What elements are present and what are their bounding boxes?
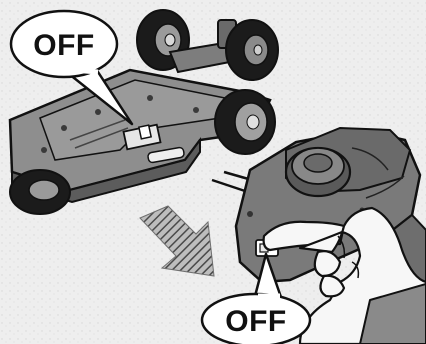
- front-wheel-left-icon: [10, 170, 70, 214]
- callout-bottom-label: OFF: [225, 305, 287, 338]
- front-wheel-right-icon: [215, 90, 275, 154]
- steering-knob-icon: [286, 148, 350, 196]
- callout-top-label: OFF: [33, 29, 95, 62]
- rear-wheel-right-icon: [226, 20, 278, 80]
